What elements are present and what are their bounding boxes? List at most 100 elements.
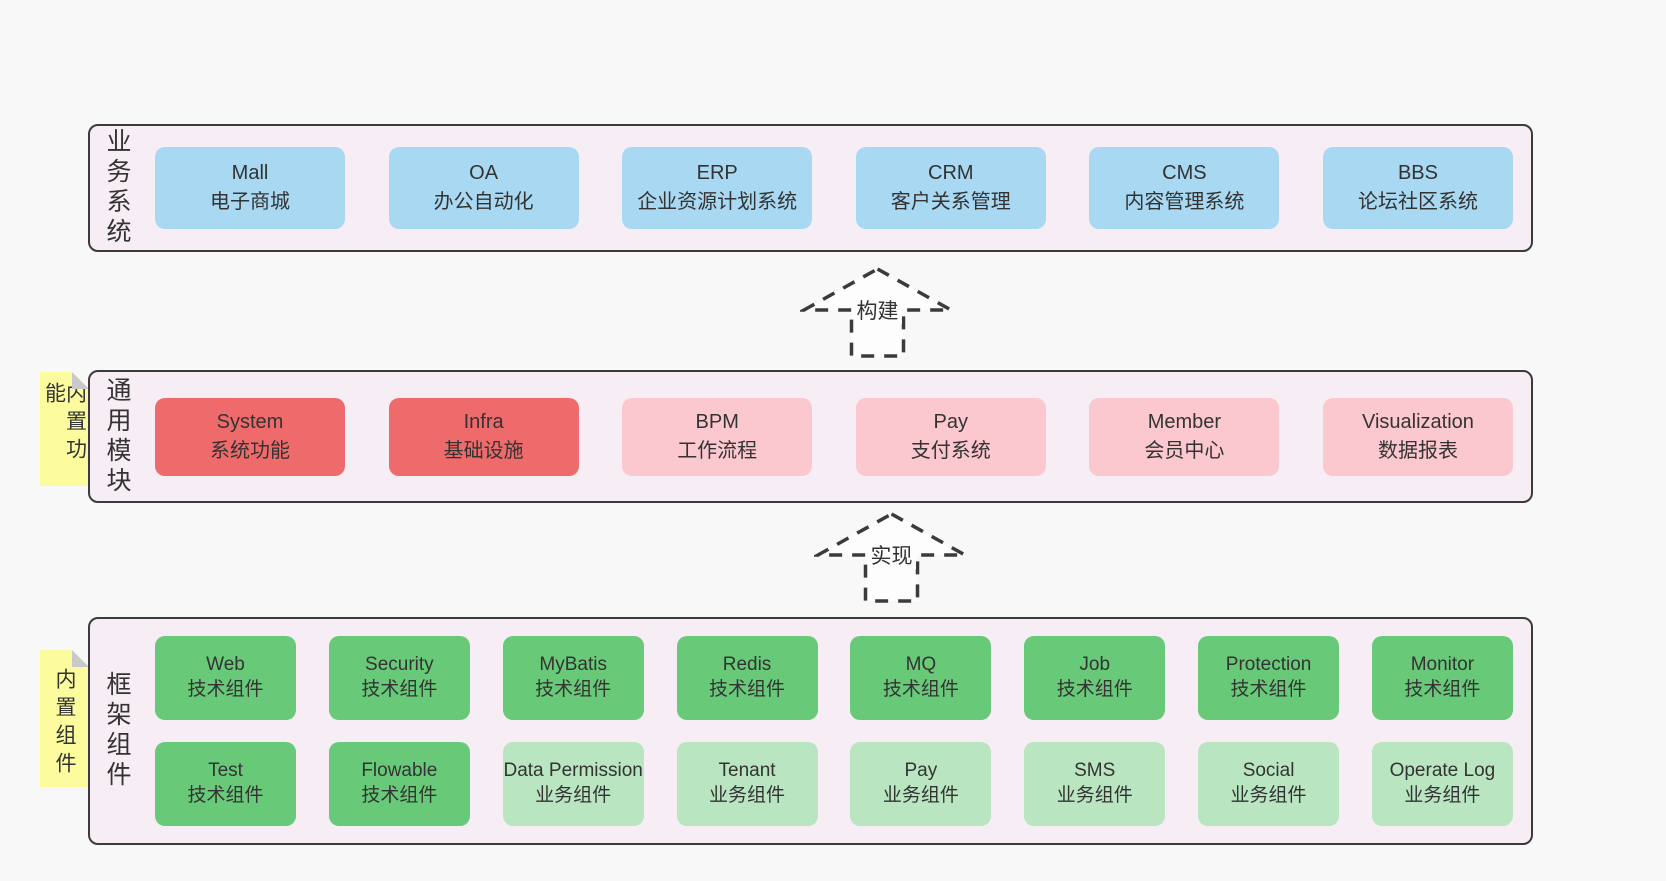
box-member: Member 会员中心 <box>1089 397 1280 476</box>
box-subtitle: 业务组件 <box>1404 785 1481 806</box>
box-subtitle: 论坛社区系统 <box>1357 191 1478 213</box>
implement-arrow: 实现 <box>814 508 969 608</box>
layer-label-common-modules: 通用模块 <box>103 376 131 497</box>
box-subtitle: 数据报表 <box>1377 439 1458 462</box>
layer-label-framework-components: 框架组件 <box>103 671 131 791</box>
box-subtitle: 系统功能 <box>210 439 290 462</box>
box-subtitle: 技术组件 <box>361 785 438 806</box>
box-title: Data Permission <box>503 760 643 782</box>
box-web: Web 技术组件 <box>155 636 296 720</box>
box-sms: SMS 业务组件 <box>1024 742 1166 826</box>
box-subtitle: 技术组件 <box>187 785 264 806</box>
component-boxes-grid: Web 技术组件 Security 技术组件 MyBatis 技术组件 Redi… <box>129 619 1531 843</box>
box-title: Redis <box>722 654 772 676</box>
box-subtitle: 业务组件 <box>535 785 612 806</box>
box-title: Job <box>1079 654 1111 676</box>
box-subtitle: 技术组件 <box>361 679 438 700</box>
folded-corner-icon <box>72 372 89 389</box>
folded-corner-icon <box>72 650 89 667</box>
box-title: Security <box>365 654 434 676</box>
component-boxes-row-2: Test 技术组件 Flowable 技术组件 Data Permission … <box>155 742 1513 826</box>
box-title: Flowable <box>361 760 438 782</box>
sticky-note-built-in-components: 内置组件 <box>40 650 89 787</box>
box-operate-log: Operate Log 业务组件 <box>1371 742 1513 826</box>
sticky-note-text: 内置功能 <box>42 382 87 466</box>
box-tenant: Tenant 业务组件 <box>676 742 818 826</box>
box-title: SMS <box>1074 760 1116 782</box>
layer-common-modules: 通用模块 System 系统功能 Infra 基础设施 BPM 工作流程 Pay… <box>88 370 1533 503</box>
box-title: Social <box>1242 760 1295 782</box>
layer-business-systems: 业务系统 Mall 电子商城 OA 办公自动化 ERP 企业资源计划系统 CRM… <box>88 124 1533 252</box>
box-subtitle: 基础设施 <box>443 439 524 462</box>
box-redis: Redis 技术组件 <box>676 636 818 720</box>
box-subtitle: 业务组件 <box>882 785 959 806</box>
box-test: Test 技术组件 <box>155 742 296 826</box>
box-cms: CMS 内容管理系统 <box>1089 147 1280 229</box>
box-title: OA <box>469 162 499 184</box>
box-bpm: BPM 工作流程 <box>622 397 813 476</box>
box-title: BPM <box>695 410 739 433</box>
box-pay-module: Pay 支付系统 <box>855 397 1046 476</box>
implement-arrow-label: 实现 <box>867 544 916 570</box>
component-boxes-row-1: Web 技术组件 Security 技术组件 MyBatis 技术组件 Redi… <box>155 636 1513 720</box>
box-security: Security 技术组件 <box>328 636 470 720</box>
sticky-note-built-in-features: 内置功能 <box>40 372 89 486</box>
box-title: Tenant <box>718 760 776 782</box>
box-subtitle: 电子商城 <box>210 191 290 213</box>
box-subtitle: 企业资源计划系统 <box>637 191 798 213</box>
box-crm: CRM 客户关系管理 <box>855 147 1046 229</box>
box-title: MyBatis <box>539 654 607 676</box>
box-infra: Infra 基础设施 <box>388 397 579 476</box>
sticky-note-text: 内置组件 <box>53 667 76 780</box>
box-system: System 系统功能 <box>155 397 345 476</box>
box-title: MQ <box>905 654 937 676</box>
box-job: Job 技术组件 <box>1024 636 1166 720</box>
box-subtitle: 技术组件 <box>1056 679 1133 700</box>
box-title: Pay <box>904 760 938 782</box>
box-title: Member <box>1147 410 1222 433</box>
box-monitor: Monitor 技术组件 <box>1371 636 1513 720</box>
box-subtitle: 技术组件 <box>187 679 264 700</box>
box-subtitle: 办公自动化 <box>433 191 534 213</box>
box-subtitle: 技术组件 <box>535 679 612 700</box>
box-subtitle: 业务组件 <box>1230 785 1307 806</box>
box-title: Protection <box>1225 654 1312 676</box>
box-social: Social 业务组件 <box>1198 742 1340 826</box>
box-visualization: Visualization 数据报表 <box>1322 397 1513 476</box>
box-title: Operate Log <box>1389 760 1496 782</box>
box-erp: ERP 企业资源计划系统 <box>622 147 813 229</box>
box-protection: Protection 技术组件 <box>1198 636 1340 720</box>
module-boxes-row: System 系统功能 Infra 基础设施 BPM 工作流程 Pay 支付系统… <box>129 372 1531 501</box>
box-flowable: Flowable 技术组件 <box>328 742 470 826</box>
box-subtitle: 业务组件 <box>1056 785 1133 806</box>
box-subtitle: 会员中心 <box>1144 439 1225 462</box>
box-data-permission: Data Permission 业务组件 <box>502 742 644 826</box>
box-mq: MQ 技术组件 <box>850 636 992 720</box>
box-subtitle: 技术组件 <box>882 679 959 700</box>
box-title: System <box>216 410 284 433</box>
box-title: Infra <box>463 410 504 433</box>
box-title: CRM <box>928 162 974 184</box>
layer-framework-components: 框架组件 Web 技术组件 Security 技术组件 MyBatis 技术组件… <box>88 617 1533 845</box>
business-boxes-row: Mall 电子商城 OA 办公自动化 ERP 企业资源计划系统 CRM 客户关系… <box>129 126 1531 250</box>
box-subtitle: 技术组件 <box>709 679 786 700</box>
box-subtitle: 支付系统 <box>910 439 991 462</box>
box-pay-component: Pay 业务组件 <box>850 742 992 826</box>
box-title: ERP <box>696 162 738 184</box>
box-title: Monitor <box>1410 654 1475 676</box>
box-title: Test <box>208 760 243 782</box>
box-title: Pay <box>933 410 969 433</box>
box-title: Web <box>206 654 245 676</box>
box-subtitle: 客户关系管理 <box>890 191 1011 213</box>
box-subtitle: 内容管理系统 <box>1124 191 1245 213</box>
box-subtitle: 业务组件 <box>709 785 786 806</box>
build-arrow-label: 构建 <box>853 299 902 325</box>
box-mall: Mall 电子商城 <box>155 147 345 229</box>
build-arrow: 构建 <box>800 263 955 363</box>
box-title: Mall <box>231 162 269 184</box>
layer-label-business-systems: 业务系统 <box>103 128 131 248</box>
box-subtitle: 技术组件 <box>1230 679 1307 700</box>
box-title: BBS <box>1397 162 1438 184</box>
box-oa: OA 办公自动化 <box>388 147 579 229</box>
